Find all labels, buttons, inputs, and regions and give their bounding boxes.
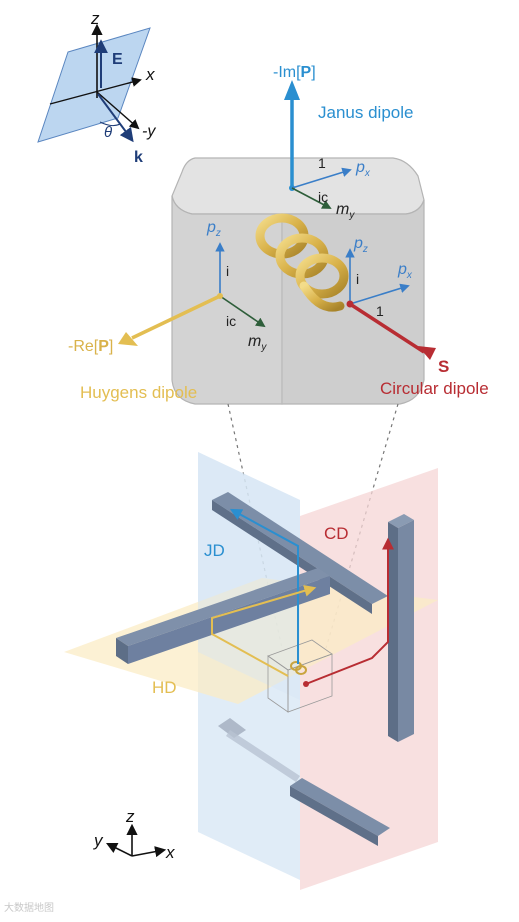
inset-neg-y-label: -y: [142, 123, 156, 140]
top-my-arrow: [291, 187, 332, 209]
huygens-re-p-label: -Re[P]: [68, 338, 113, 355]
huygens-re-p-arrow: [131, 294, 221, 340]
watermark: 大数据地图: [4, 903, 54, 914]
inset-theta-label: θ: [104, 124, 112, 141]
left-my-label: my: [248, 333, 267, 353]
bottom-axes: z y x: [93, 807, 175, 862]
top-my-label: my: [336, 201, 355, 221]
gold-helix: [255, 213, 349, 312]
right-pz-label: pz: [353, 235, 368, 255]
inset-x-label: x: [145, 65, 155, 84]
lower-bar: [218, 718, 390, 846]
circular-dipole-title: Circular dipole: [380, 379, 489, 398]
janus-dipole-title: Janus dipole: [318, 103, 413, 122]
hd-label: HD: [152, 678, 177, 697]
top-px-arrow: [291, 167, 352, 189]
top-ic-label: ic: [318, 189, 328, 205]
right-px-arrow: [349, 283, 410, 305]
huygens-origin-dot: [217, 293, 223, 299]
left-ic-label: ic: [226, 313, 236, 329]
upper-bar: [212, 492, 388, 614]
inset-theta-arc: [99, 121, 121, 127]
hd-plane: [64, 578, 438, 704]
inset-x-axis: [49, 77, 142, 105]
incidence-plane: [37, 27, 151, 143]
bottom-x-label: x: [165, 843, 175, 862]
janus-im-p-label: -Im[P]: [273, 64, 316, 81]
jd-path: [229, 508, 299, 664]
right-i-label: i: [356, 271, 359, 287]
inset-E-label: E: [112, 51, 123, 68]
cd-bar: [388, 514, 414, 742]
cd-label: CD: [324, 524, 349, 543]
huygens-arrowhead: [118, 332, 138, 346]
top-one-label: 1: [318, 155, 326, 171]
inset-coordinate-diagram: z E x θ -y k: [37, 9, 156, 166]
jd-label: JD: [204, 541, 225, 560]
circular-origin-dot: [346, 300, 354, 308]
inset-neg-y-axis: [96, 91, 140, 130]
cube-front-right-face: [281, 199, 425, 405]
left-pz-label: pz: [206, 219, 221, 239]
huygens-dipole-title: Huygens dipole: [80, 383, 197, 402]
circular-s-label: S: [438, 357, 449, 376]
inset-k-vector: [97, 93, 134, 143]
right-one-label: 1: [376, 303, 384, 319]
inset-z-label: z: [90, 9, 100, 28]
inset-k-label: k: [134, 149, 143, 166]
bottom-y-label: y: [93, 831, 104, 850]
left-i-label: i: [226, 263, 229, 279]
janus-arrowhead: [284, 80, 300, 100]
circular-s-arrow: [349, 302, 425, 354]
bottom-z-label: z: [125, 807, 135, 826]
circular-arrowhead: [418, 346, 436, 360]
hd-path: [211, 584, 317, 677]
top-px-label: px: [355, 159, 371, 179]
cd-path: [305, 537, 394, 685]
right-px-label: px: [397, 261, 413, 281]
left-my-arrow: [219, 295, 266, 328]
